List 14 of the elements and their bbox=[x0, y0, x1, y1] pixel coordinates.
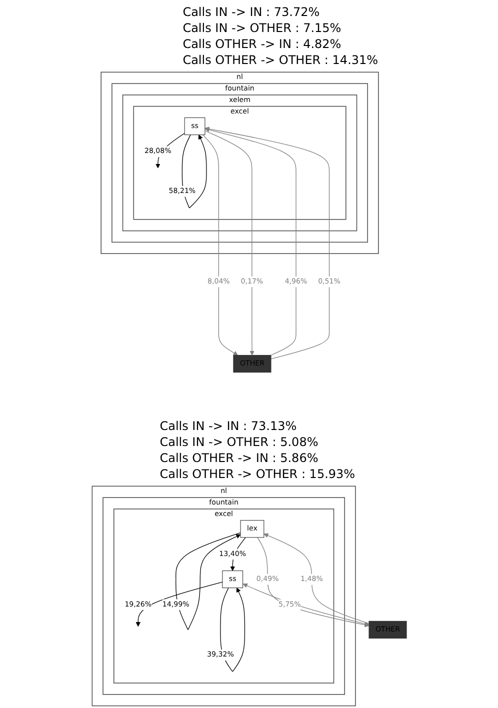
statistic-text: Calls OTHER -> OTHER : 15.93% bbox=[160, 466, 356, 482]
arrow bbox=[242, 583, 369, 626]
arrow bbox=[135, 582, 222, 627]
statistic-text: Calls OTHER -> IN : 4.82% bbox=[182, 36, 342, 52]
statistic-text: Calls IN -> IN : 73.72% bbox=[182, 4, 320, 20]
statistic-text: Calls IN -> OTHER : 5.08% bbox=[160, 434, 318, 450]
statistic-text: Calls IN -> OTHER : 7.15% bbox=[182, 20, 342, 36]
arrow bbox=[204, 126, 330, 360]
statistic-text: Calls IN -> IN : 73.13% bbox=[160, 418, 297, 434]
arrow bbox=[204, 130, 254, 356]
statistic-text: Calls OTHER -> IN : 5.86% bbox=[160, 450, 318, 466]
arrow bbox=[204, 128, 296, 356]
arrow bbox=[202, 134, 238, 356]
statistic-text: Calls OTHER -> OTHER : 14.31% bbox=[182, 52, 378, 68]
